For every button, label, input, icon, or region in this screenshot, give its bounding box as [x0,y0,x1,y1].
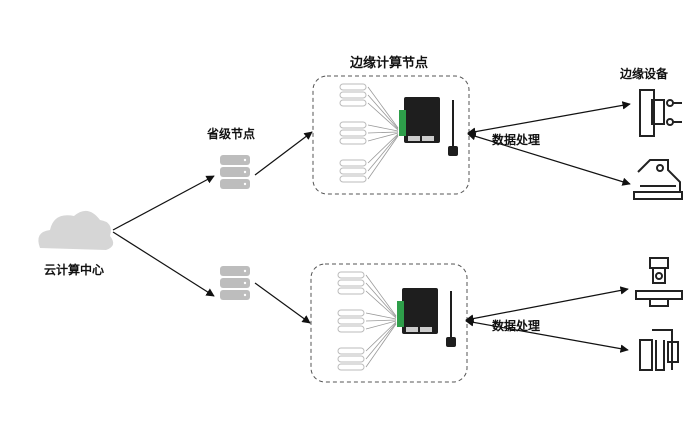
edge-devices-label: 边缘设备 [620,67,669,81]
robot-arm-icon [633,159,683,200]
arrow-gateway-to-device-3 [465,286,629,323]
arrow-cloud-to-province-bottom [112,231,215,297]
province-server-top-icon [220,155,250,189]
edge-node-frame-bottom [310,263,468,383]
arrow-gateway-to-device-1 [467,101,631,136]
arrow-province-to-edge-bottom [254,282,311,324]
edge-server-bottom-icon [337,271,365,371]
cloud-center-label: 云计算中心 [44,263,105,277]
data-processing-top-label: 数据处理 [492,133,541,147]
edge-links-bottom [365,274,397,368]
data-processing-bottom-label: 数据处理 [492,319,541,333]
press-machine-icon [635,257,683,307]
province-node-label: 省级节点 [207,127,256,141]
cloud-icon [38,210,114,250]
edge-gateway-bottom-icon [397,288,456,347]
edge-server-top-icon [339,83,367,183]
arrow-gateway-to-device-4 [465,318,629,353]
arrow-gateway-to-device-2 [467,132,631,186]
arrow-province-to-edge-top [254,131,313,176]
arrow-cloud-to-province-top [112,175,215,231]
machine-tool-icon [639,89,682,137]
edge-compute-node-label: 边缘计算节点 [350,56,429,71]
industrial-frame-icon [639,329,679,371]
edge-node-frame-top [312,75,470,195]
edge-gateway-top-icon [399,97,458,156]
province-server-bottom-icon [220,266,250,300]
edge-links-top [367,86,399,180]
